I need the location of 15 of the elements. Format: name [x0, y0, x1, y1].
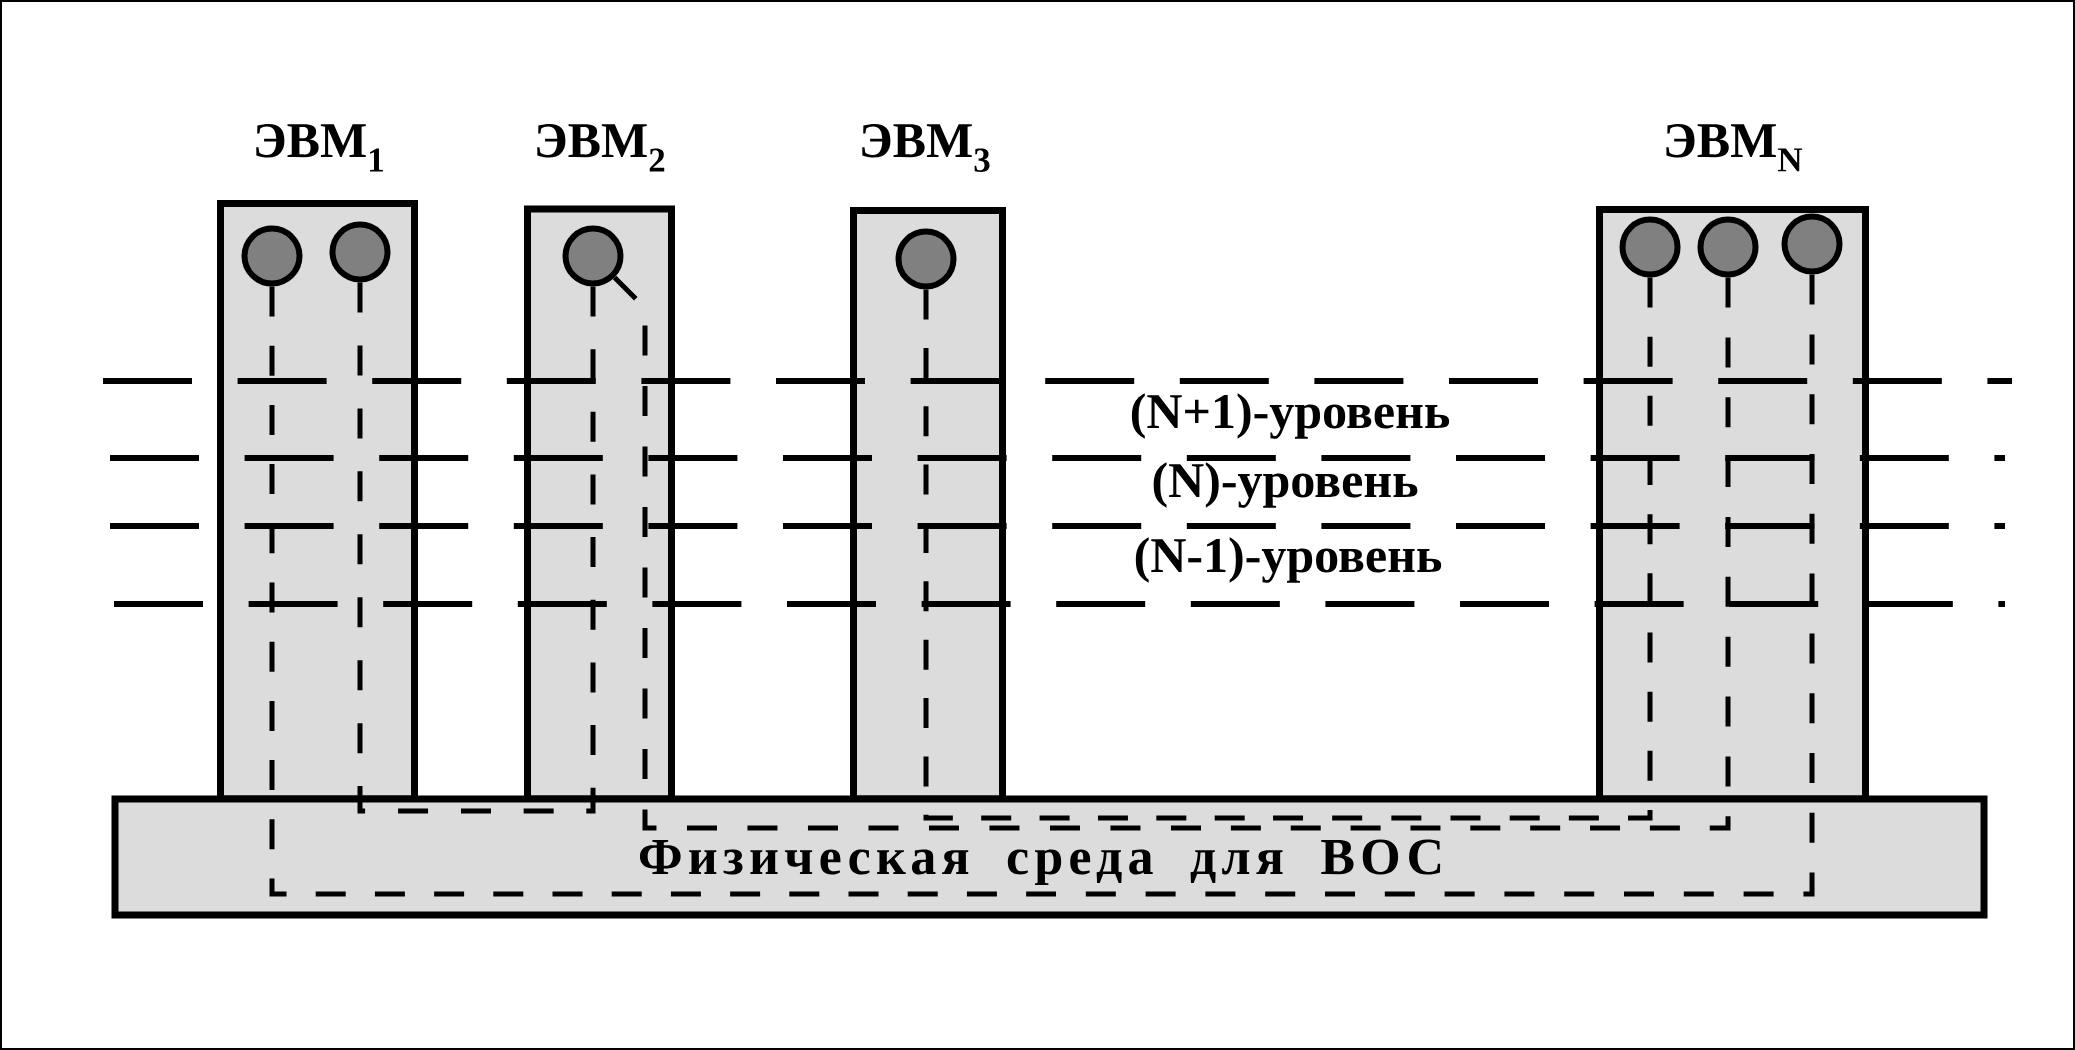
connection-line [612, 275, 1186, 831]
connection-line [476, 286, 596, 814]
connection-line [1041, 274, 1815, 897]
box-heading: ЭВМ$_{2}$ [537, 123, 665, 172]
connection-line [923, 289, 1288, 821]
box-heading: ЭВМ$_{1}$ [256, 123, 383, 172]
connection-line [1288, 277, 1653, 821]
level-label: (N-1)-уровень [1135, 537, 1442, 583]
connection-line [1186, 277, 1731, 831]
box-heading: ЭВМ$_{N}$ [1666, 123, 1803, 172]
connection-line [357, 282, 476, 814]
box-heading: ЭВМ$_{3}$ [862, 123, 990, 172]
connection-line [269, 286, 1041, 897]
level-label: (N+1)-уровень [1131, 393, 1450, 439]
level-label: (N)-уровень [1153, 462, 1418, 508]
